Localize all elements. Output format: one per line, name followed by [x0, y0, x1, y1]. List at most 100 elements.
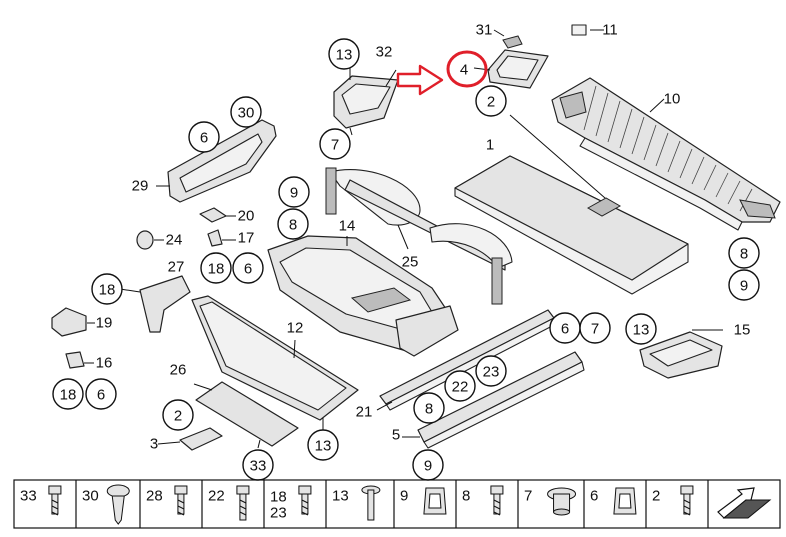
- legend-number: 13: [332, 488, 349, 505]
- callout-c-6-top: 6: [188, 121, 220, 153]
- callout-c-30: 30: [230, 96, 262, 128]
- callout-number: 2: [174, 408, 182, 425]
- callout-c-8-mid: 8: [277, 208, 309, 240]
- legend-number: 22: [208, 488, 225, 505]
- part-25-straps: [325, 167, 513, 305]
- callout-number: 9: [740, 278, 748, 295]
- label-p-11: 11: [602, 22, 618, 39]
- callout-circle: [413, 392, 445, 424]
- part-4-tray: [487, 24, 587, 89]
- part-19-block: [51, 307, 87, 337]
- callout-circle: [230, 96, 262, 128]
- part-5-track: [417, 351, 585, 449]
- part-32-holder: [333, 69, 399, 136]
- legend-number: 6: [590, 488, 598, 505]
- callout-number: 6: [244, 261, 252, 278]
- callout-c-9-low: 9: [412, 449, 444, 481]
- callout-circle: [232, 252, 264, 284]
- flange-screw-icon: [298, 485, 312, 516]
- callout-c-7-right: 7: [579, 312, 611, 344]
- callout-number: 13: [315, 438, 332, 455]
- part-27-bracket: [139, 275, 191, 333]
- legend-cell-l-33: 33: [20, 485, 62, 516]
- legend-frame: [13, 479, 781, 529]
- callout-c-33-low: 33: [242, 449, 274, 481]
- callout-circle: [278, 176, 310, 208]
- legend-cell-l-28: 28: [139, 480, 188, 528]
- callout-number: 33: [250, 458, 267, 475]
- callout-c-13-low: 13: [307, 429, 339, 461]
- part-16-clip: [65, 351, 85, 369]
- label-p-17: 17: [238, 230, 255, 247]
- label-p-15: 15: [734, 322, 751, 339]
- callout-number: 8: [289, 217, 297, 234]
- legend-cell-l-8: 8: [455, 480, 504, 528]
- part-15-bracket: [639, 331, 723, 379]
- callout-c-2-top: 2: [475, 85, 507, 117]
- callout-circle: [162, 399, 194, 431]
- hex-bolt-icon: [490, 485, 504, 516]
- legend-number-secondary: 23: [270, 505, 287, 522]
- callout-number: 8: [740, 246, 748, 263]
- legend-cell-l-2: 2: [645, 480, 694, 528]
- part-1-floor-panel: [454, 114, 689, 295]
- spring-clip-icon: [613, 487, 637, 515]
- callout-circle: [319, 128, 351, 160]
- bolt-icon: [48, 485, 62, 516]
- callout-circle: [579, 312, 611, 344]
- callout-c-22: 22: [444, 370, 476, 402]
- callout-number: 6: [561, 321, 569, 338]
- pan-screw-icon: [680, 485, 694, 516]
- legend-number: 7: [524, 488, 532, 505]
- part-21-rail: [379, 309, 557, 411]
- callout-circle: [475, 85, 507, 117]
- grommet-icon: [547, 487, 577, 516]
- callout-circle: [444, 370, 476, 402]
- callout-number: 18: [60, 387, 77, 404]
- callout-c-18-low: 18: [52, 378, 84, 410]
- highlight-arrow-icon: [396, 64, 444, 96]
- callout-number: 6: [200, 130, 208, 147]
- callout-circle: [52, 378, 84, 410]
- clip-icon: [106, 484, 130, 525]
- callout-c-9-mid: 9: [278, 176, 310, 208]
- highlight-ring: [446, 50, 488, 88]
- label-p-21: 21: [356, 404, 373, 421]
- callout-c-9-right: 9: [728, 269, 760, 301]
- label-p-12: 12: [287, 320, 304, 337]
- legend-strip: 33 30 28 22: [20, 480, 772, 528]
- label-p-27: 27: [168, 259, 185, 276]
- callout-number: 23: [483, 364, 500, 381]
- legend-number: 18: [270, 489, 287, 506]
- callout-number: 13: [633, 322, 650, 339]
- label-p-5: 5: [392, 427, 400, 444]
- callout-number: 13: [336, 47, 353, 64]
- callout-circle: [475, 355, 507, 387]
- clamp-nut-icon: [423, 487, 447, 515]
- callout-number: 7: [591, 321, 599, 338]
- direction-arrow-icon: [717, 487, 772, 519]
- label-p-32: 32: [376, 44, 393, 61]
- callout-number: 6: [97, 387, 105, 404]
- legend-cell-l-arrow: [707, 480, 772, 528]
- callout-circle: [307, 429, 339, 461]
- callout-number: 2: [487, 94, 495, 111]
- callout-c-2-low: 2: [162, 399, 194, 431]
- legend-cell-l-22: 22: [201, 480, 250, 528]
- callout-c-6-low: 6: [85, 378, 117, 410]
- label-p-24: 24: [166, 232, 183, 249]
- callout-c-13-right: 13: [625, 313, 657, 345]
- legend-number: 33: [20, 488, 37, 505]
- label-p-29: 29: [132, 178, 149, 195]
- label-p-25: 25: [402, 254, 419, 271]
- callout-number: 9: [424, 458, 432, 475]
- callout-number: 30: [238, 105, 255, 122]
- callout-circle: [328, 38, 360, 70]
- callout-c-23: 23: [475, 355, 507, 387]
- screw-icon: [174, 485, 188, 516]
- part-3-plate: [179, 427, 223, 451]
- callout-circle: [277, 208, 309, 240]
